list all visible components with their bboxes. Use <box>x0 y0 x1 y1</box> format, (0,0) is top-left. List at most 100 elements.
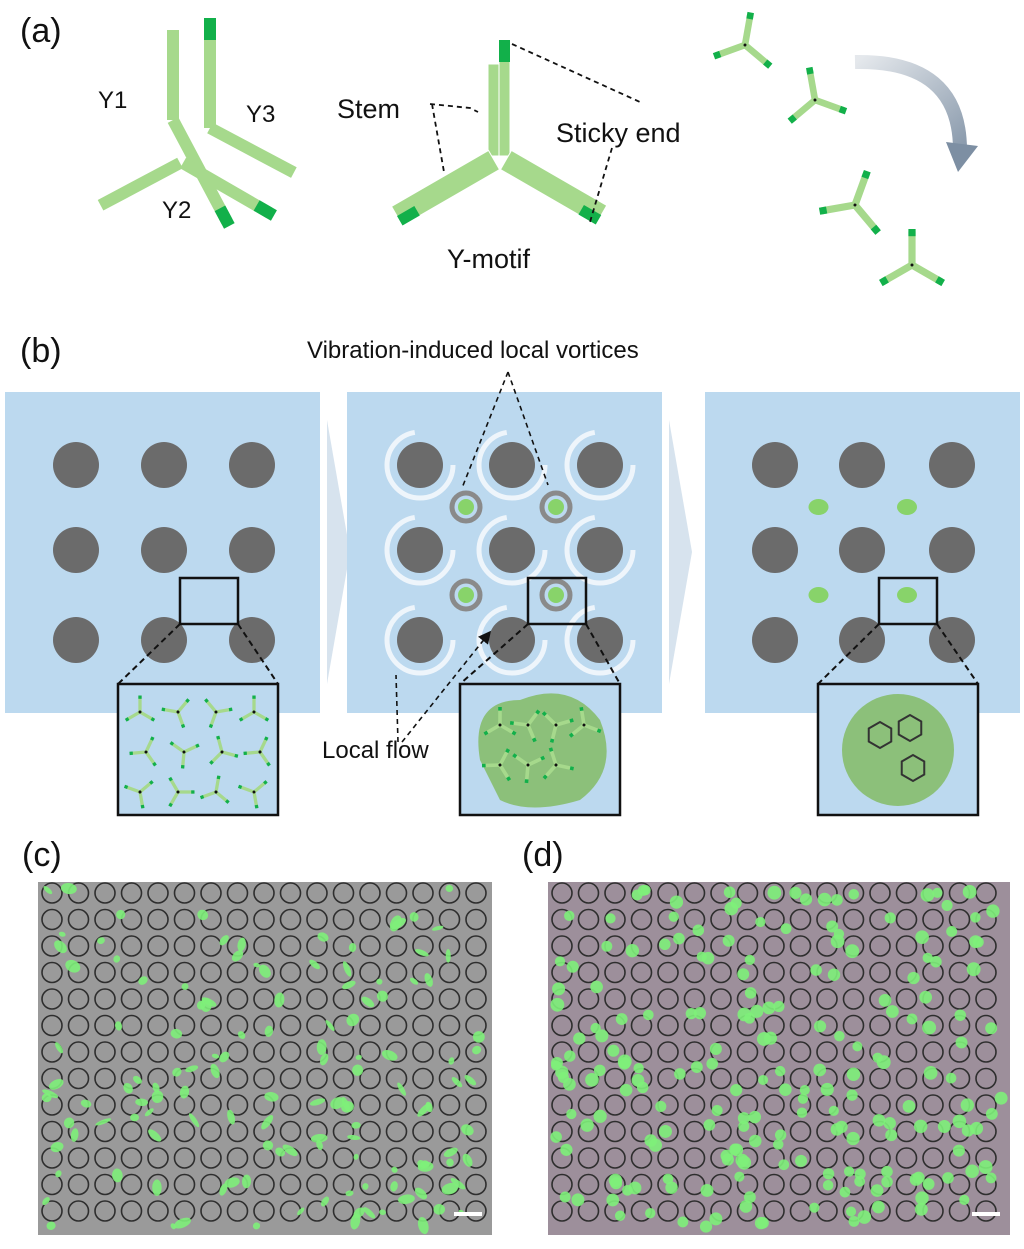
micropillar <box>67 988 90 1010</box>
fluorescent-aggregate <box>264 1092 279 1102</box>
micropillar <box>94 1094 116 1116</box>
micropillar <box>306 1147 328 1169</box>
micropillar <box>253 988 275 1010</box>
micropillar <box>332 908 355 931</box>
micropillar <box>789 1147 812 1169</box>
fluorescent-particle <box>941 899 953 911</box>
fluorescent-particle <box>870 1184 884 1197</box>
micropillar <box>226 1094 249 1116</box>
micropillar <box>41 1120 63 1143</box>
fluorescent-particle <box>636 1081 649 1094</box>
micropillar <box>332 1147 355 1169</box>
fluorescent-aggregate <box>112 1168 123 1183</box>
fluorescent-aggregate <box>462 1153 473 1167</box>
micropillar <box>604 882 626 904</box>
fluorescent-particle <box>923 1066 938 1080</box>
fluorescent-particle <box>952 1114 967 1129</box>
micropillar <box>385 1094 408 1116</box>
micropillar <box>657 1014 679 1037</box>
hydrogel <box>808 587 829 603</box>
fluorescent-particle <box>743 1191 756 1204</box>
micropillar <box>551 935 573 957</box>
fluorescent-aggregate <box>381 1050 398 1061</box>
fluorescent-particle <box>744 987 757 999</box>
fluorescent-particle <box>826 920 839 933</box>
panel-b-label: (b) <box>20 332 62 370</box>
y-motif-mini <box>787 66 848 124</box>
micropillar <box>789 988 812 1010</box>
fluorescent-aggregate <box>50 1141 64 1153</box>
fluorescent-particle <box>845 1206 857 1217</box>
micropillar <box>67 1173 90 1196</box>
micropillar <box>120 988 143 1010</box>
micropillar <box>359 1041 381 1063</box>
fluorescent-particle <box>645 1207 656 1219</box>
fluorescent-particle <box>590 980 603 994</box>
fluorescent-particle <box>937 1120 951 1134</box>
micropillar <box>279 961 302 984</box>
micrograph-background <box>38 882 492 1235</box>
fluorescent-particle <box>932 887 943 898</box>
y-motif-mini <box>169 741 200 769</box>
micropillar <box>577 1173 600 1196</box>
micropillar <box>465 961 487 984</box>
fluorescent-aggregate <box>361 996 375 1008</box>
micropillar <box>200 935 222 957</box>
fluorescent-aggregate <box>65 959 81 973</box>
fluorescent-particle <box>748 1134 762 1148</box>
fluorescent-particle <box>706 1057 719 1070</box>
micropillar <box>67 908 90 931</box>
micropillar <box>253 1067 275 1090</box>
micropillar <box>120 1173 143 1196</box>
micropillar <box>253 1094 275 1116</box>
fluorescent-particle <box>699 1220 713 1233</box>
micropillar <box>226 882 249 904</box>
fluorescent-aggregate <box>46 1221 56 1230</box>
fluorescent-aggregate <box>420 1160 430 1169</box>
pillar <box>53 442 99 488</box>
micropillar <box>120 1147 143 1169</box>
vortices-label: Vibration-induced local vortices <box>307 337 639 364</box>
fluorescent-aggregate <box>185 1065 199 1073</box>
fluorescent-particle <box>754 1216 768 1230</box>
fluorescent-particle <box>595 1029 609 1043</box>
micropillar <box>895 1094 918 1116</box>
micropillar <box>173 1014 196 1037</box>
micropillar <box>710 961 732 984</box>
micropillar <box>359 1173 381 1196</box>
y-motif-label: Y-motif <box>447 244 531 274</box>
pillar <box>929 442 975 488</box>
dna-network <box>900 753 926 783</box>
scale-bar <box>454 1212 482 1216</box>
fluorescent-particle <box>560 1143 573 1156</box>
pillar <box>229 442 275 488</box>
y-motif-mini <box>243 736 271 767</box>
fluorescent-particle <box>954 1009 966 1021</box>
fluorescent-aggregate <box>342 980 356 990</box>
fluorescent-particle <box>985 1022 998 1035</box>
fluorescent-aggregate <box>258 964 271 978</box>
micropillar <box>94 1041 116 1063</box>
fluorescent-particle <box>744 1012 755 1024</box>
fluorescent-particle <box>970 1121 984 1135</box>
fluorescent-aggregate <box>43 886 53 895</box>
micropillar <box>41 1173 63 1196</box>
fluorescent-aggregate <box>210 1063 220 1079</box>
micropillar <box>683 935 706 957</box>
pillar <box>53 527 99 573</box>
fluorescent-aggregate <box>196 1000 206 1010</box>
micropillar <box>253 935 275 957</box>
micropillar <box>412 882 434 904</box>
micropillar <box>657 1200 679 1222</box>
pillar <box>577 527 623 573</box>
y-motif-mini <box>161 698 190 729</box>
fluorescent-particle <box>552 982 566 996</box>
micropillar <box>200 988 222 1010</box>
micropillar <box>710 1120 732 1143</box>
micropillar <box>173 1173 196 1196</box>
micropillar <box>789 961 812 984</box>
vortex <box>476 514 548 586</box>
micropillar <box>975 1200 997 1222</box>
fluorescent-aggregate <box>58 931 66 937</box>
